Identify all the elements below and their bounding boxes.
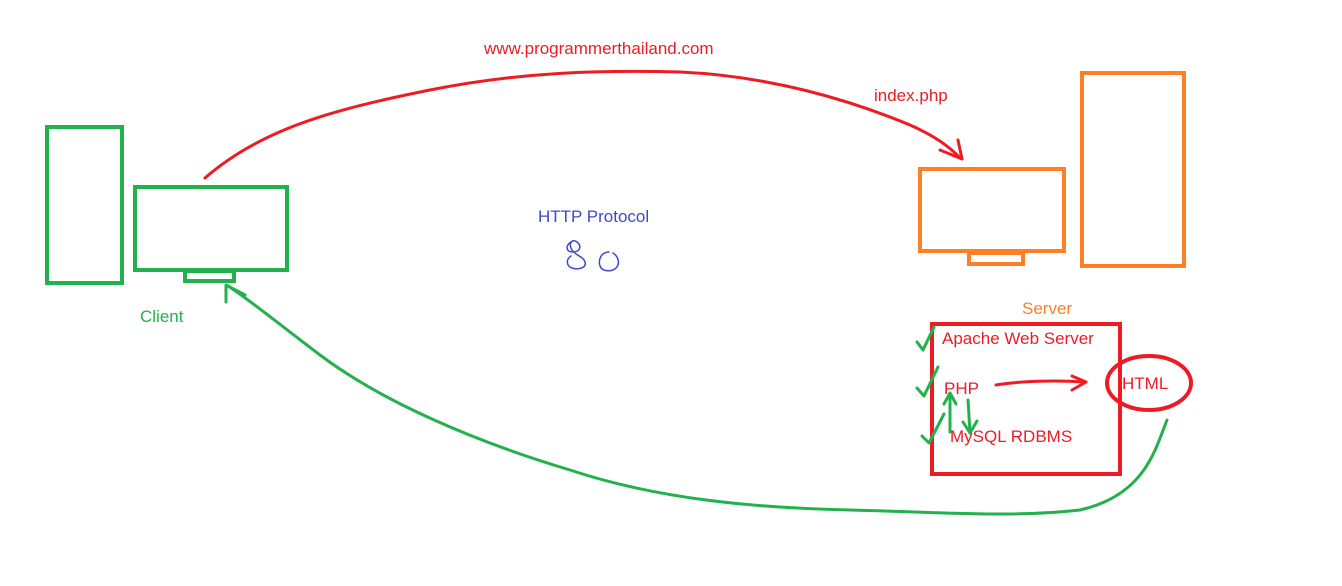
php-label: PHP: [944, 379, 979, 398]
html-label: HTML: [1122, 374, 1169, 393]
client-label: Client: [140, 307, 184, 326]
php-mysql-arrows: [942, 391, 979, 435]
check-mark-icon: [915, 325, 936, 352]
response-arrowhead: [224, 283, 247, 304]
server-computer: [918, 71, 1186, 268]
server-monitor-icon: [918, 167, 1066, 253]
server-label: Server: [1022, 299, 1073, 318]
check-mark-icons: [915, 325, 946, 445]
response-arrow: [224, 283, 1169, 516]
requested-file-label: index.php: [874, 86, 948, 105]
server-monitor-stand: [967, 251, 1025, 266]
client-computer: [45, 125, 289, 285]
mysql-label: MySQL RDBMS: [950, 427, 1073, 446]
port-80-handwritten: [566, 239, 620, 272]
apache-label: Apache Web Server: [942, 329, 1094, 348]
protocol-label: HTTP Protocol: [538, 207, 650, 226]
client-monitor-icon: [133, 185, 289, 272]
check-mark-icon: [920, 412, 946, 445]
request-arrow: [203, 69, 964, 180]
client-tower-icon: [45, 125, 124, 285]
html-output-ellipse: [1105, 354, 1193, 412]
down-arrow: [966, 398, 972, 434]
url-label: www.programmerthailand.com: [484, 39, 714, 58]
server-stack-box: [930, 322, 1122, 476]
php-to-html-arrow: [994, 374, 1088, 392]
check-mark-icon: [915, 365, 940, 398]
server-tower-icon: [1080, 71, 1186, 268]
request-arrowhead: [938, 138, 964, 161]
client-monitor-stand: [183, 269, 236, 283]
